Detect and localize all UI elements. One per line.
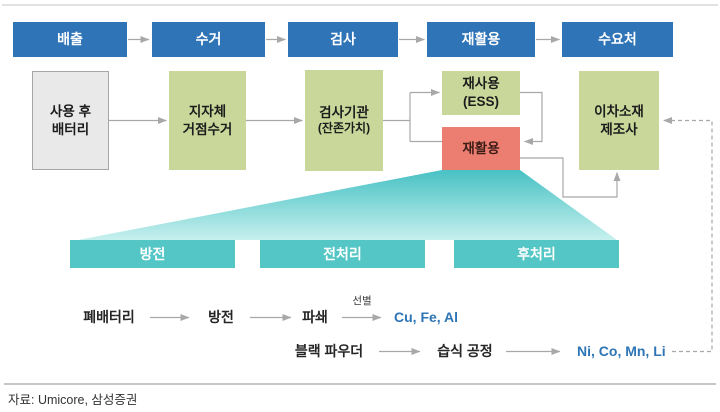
stage-box-collection: 수거: [152, 22, 265, 57]
stage-bar-label: 후처리: [517, 245, 556, 262]
box-label-line: 이차소재: [594, 103, 644, 119]
stage-box-discharge: 배출: [13, 22, 127, 57]
output-cu-fe-al: Cu, Fe, Al: [394, 309, 459, 325]
stage-bar-label: 전처리: [323, 245, 362, 262]
box-label-line: 재사용: [462, 76, 500, 92]
box-label-line: 검사기관: [319, 104, 369, 120]
stage-bar-label: 방전: [139, 245, 166, 262]
stage-posttreatment-bar: 후처리: [454, 240, 619, 268]
inspection-agency-box: 검사기관 (잔존가치): [305, 70, 383, 171]
used-battery-box: 사용 후 배터리: [32, 71, 109, 170]
box-label-subline: (잔존가치): [317, 121, 371, 136]
stage-box-inspection: 검사: [288, 22, 398, 57]
step-wet-process: 습식 공정: [437, 343, 493, 359]
stage-label: 재활용: [461, 31, 501, 48]
sorting-label: 선별: [352, 295, 372, 307]
stage-pretreatment-bar: 전처리: [260, 240, 425, 268]
box-label-line: 지자체: [188, 103, 227, 119]
box-label-line: 제조사: [600, 121, 638, 137]
box-label-line: (ESS): [462, 94, 499, 109]
arrows: [109, 36, 713, 355]
step-crushing: 파쇄: [302, 309, 328, 325]
box-label-line: 거점수거: [182, 121, 233, 137]
stage-discharge-bar: 방전: [70, 240, 235, 268]
step-black-powder: 블랙 파우더: [294, 343, 364, 359]
expansion-trapezoid: [78, 170, 617, 240]
local-collection-box: 지자체 거점수거: [169, 71, 246, 170]
stage-label: 배출: [57, 31, 83, 48]
step-waste-battery: 폐배터리: [83, 309, 135, 325]
stage-label: 수요처: [598, 31, 637, 48]
reuse-ess-box: 재사용 (ESS): [442, 71, 520, 115]
output-ni-co-mn-li: Ni, Co, Mn, Li: [577, 343, 666, 359]
box-label-line: 재활용: [462, 140, 500, 156]
box-label-line: 사용 후: [49, 103, 91, 119]
secondary-material-maker-box: 이차소재 제조사: [579, 71, 659, 170]
stage-label: 검사: [330, 31, 356, 48]
stage-label: 수거: [195, 31, 222, 48]
source-note: 자료: Umicore, 삼성증권: [8, 393, 138, 407]
stage-box-demand: 수요처: [562, 22, 673, 57]
stage-box-recycling: 재활용: [427, 22, 535, 57]
recycle-box: 재활용: [442, 127, 520, 170]
box-label-line: 배터리: [51, 121, 90, 137]
step-discharge: 방전: [208, 309, 234, 325]
